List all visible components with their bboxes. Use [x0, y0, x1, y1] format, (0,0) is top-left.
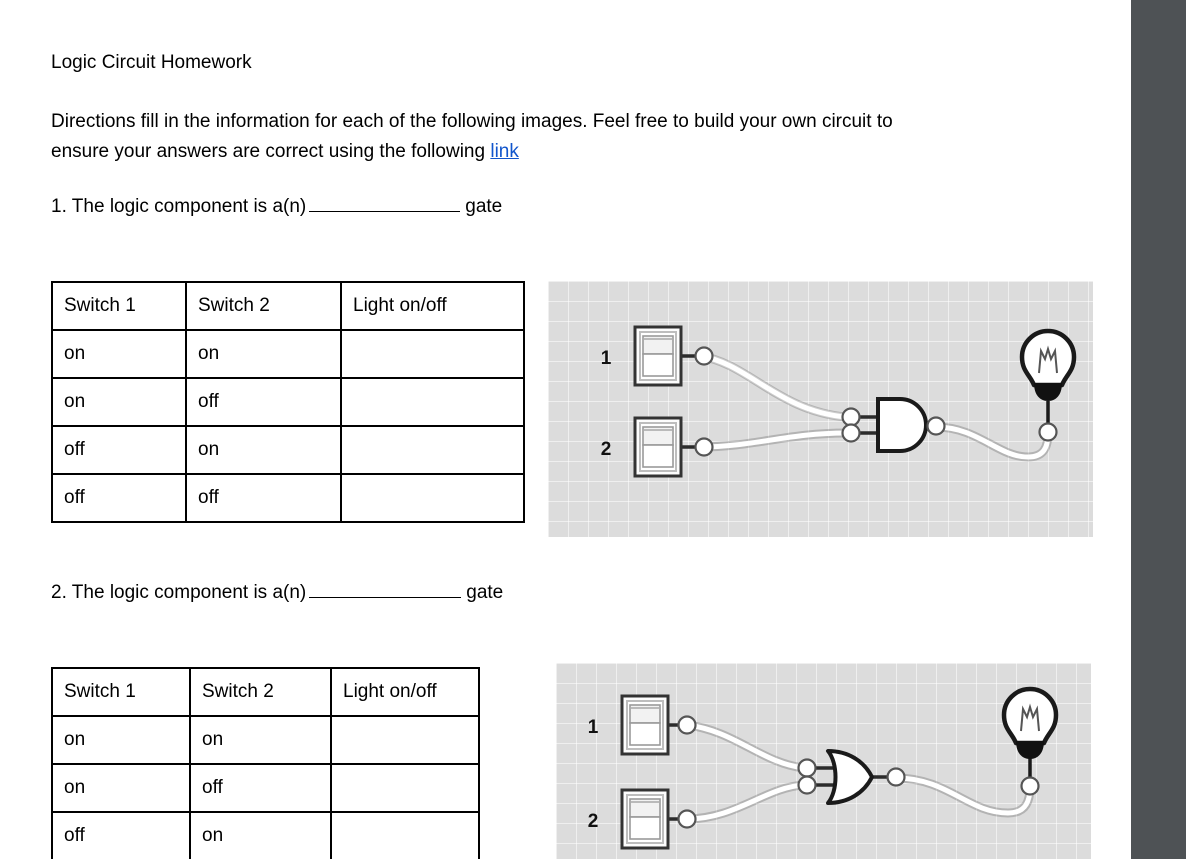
page-title: Logic Circuit Homework — [51, 52, 252, 73]
directions-text: Directions fill in the information for e… — [51, 111, 893, 162]
switch-1-label: 1 — [588, 717, 599, 738]
switch-2-label: 2 — [601, 439, 612, 460]
switch-2-label: 2 — [588, 811, 599, 832]
question-2-suffix: gate — [466, 582, 504, 603]
truth-table-1: Switch 1 Switch 2 Light on/off on on on … — [51, 281, 525, 523]
cell-switch2: on — [185, 425, 342, 475]
table-row: on on — [51, 329, 525, 379]
wire-gate-to-bulb — [891, 773, 1035, 818]
wire-gate-to-bulb — [931, 422, 1053, 462]
or-gate-symbol[interactable] — [826, 749, 874, 805]
question-1-answer-blank[interactable] — [309, 196, 461, 212]
question-2-number: 2. — [51, 582, 67, 603]
table-row: off off — [51, 473, 525, 523]
cell-light-answer[interactable] — [340, 425, 525, 475]
question-2-prompt: The logic component is a(n) — [71, 582, 307, 603]
cell-switch2: off — [185, 377, 342, 427]
and-gate-symbol[interactable] — [876, 397, 928, 453]
question-2: 2. The logic component is a(n) gate — [51, 582, 503, 604]
window-gutter — [1131, 0, 1186, 859]
connector-node[interactable] — [1038, 422, 1058, 442]
column-header-switch1: Switch 1 — [51, 667, 191, 717]
connector-node[interactable] — [926, 416, 946, 436]
question-2-answer-blank[interactable] — [309, 582, 462, 598]
connector-node[interactable] — [694, 437, 714, 457]
cell-switch1: off — [51, 473, 187, 523]
light-bulb[interactable] — [1022, 331, 1074, 401]
connector-node[interactable] — [694, 346, 714, 366]
cell-switch2: on — [189, 811, 332, 859]
switch-1-label: 1 — [601, 348, 612, 369]
column-header-switch2: Switch 2 — [189, 667, 332, 717]
cell-switch1: on — [51, 715, 191, 765]
connector-node[interactable] — [677, 809, 697, 829]
cell-switch1: off — [51, 425, 187, 475]
cell-switch2: on — [185, 329, 342, 379]
table-header-row: Switch 1 Switch 2 Light on/off — [51, 281, 525, 331]
table-row: on off — [51, 377, 525, 427]
circuit-diagram-and: 1 2 — [548, 281, 1093, 537]
directions-paragraph: Directions fill in the information for e… — [51, 107, 951, 167]
column-header-light: Light on/off — [340, 281, 525, 331]
question-1-suffix: gate — [465, 196, 503, 217]
question-1-number: 1. — [51, 196, 67, 217]
cell-light-answer[interactable] — [340, 377, 525, 427]
question-1: 1. The logic component is a(n) gate — [51, 196, 502, 218]
switch-1[interactable] — [620, 694, 670, 756]
connector-node[interactable] — [886, 767, 906, 787]
column-header-switch1: Switch 1 — [51, 281, 187, 331]
cell-light-answer[interactable] — [340, 473, 525, 523]
connector-node[interactable] — [841, 423, 861, 443]
cell-switch2: on — [189, 715, 332, 765]
switch-2[interactable] — [633, 416, 683, 478]
cell-switch1: on — [51, 329, 187, 379]
question-1-prompt: The logic component is a(n) — [71, 196, 307, 217]
table-row: off on — [51, 425, 525, 475]
switch-2[interactable] — [620, 788, 670, 850]
build-circuit-link[interactable]: link — [490, 141, 519, 162]
cell-switch1: off — [51, 811, 191, 859]
document-page: Logic Circuit Homework Directions fill i… — [51, 52, 1093, 859]
cell-switch2: off — [185, 473, 342, 523]
truth-table-2: Switch 1 Switch 2 Light on/off on on on … — [51, 667, 480, 859]
connector-node[interactable] — [797, 758, 817, 778]
cell-light-answer[interactable] — [340, 329, 525, 379]
connector-node[interactable] — [677, 715, 697, 735]
circuit-diagram-or: 1 2 — [556, 663, 1091, 859]
cell-light-answer[interactable] — [330, 811, 480, 859]
table-row: on off — [51, 763, 480, 813]
light-bulb[interactable] — [1004, 689, 1056, 759]
cell-switch2: off — [189, 763, 332, 813]
switch-1[interactable] — [633, 325, 683, 387]
table-header-row: Switch 1 Switch 2 Light on/off — [51, 667, 480, 717]
cell-light-answer[interactable] — [330, 763, 480, 813]
cell-switch1: on — [51, 763, 191, 813]
table-row: on on — [51, 715, 480, 765]
cell-light-answer[interactable] — [330, 715, 480, 765]
cell-switch1: on — [51, 377, 187, 427]
connector-node[interactable] — [841, 407, 861, 427]
connector-node[interactable] — [1020, 776, 1040, 796]
connector-node[interactable] — [797, 775, 817, 795]
column-header-light: Light on/off — [330, 667, 480, 717]
table-row: off on — [51, 811, 480, 859]
column-header-switch2: Switch 2 — [185, 281, 342, 331]
